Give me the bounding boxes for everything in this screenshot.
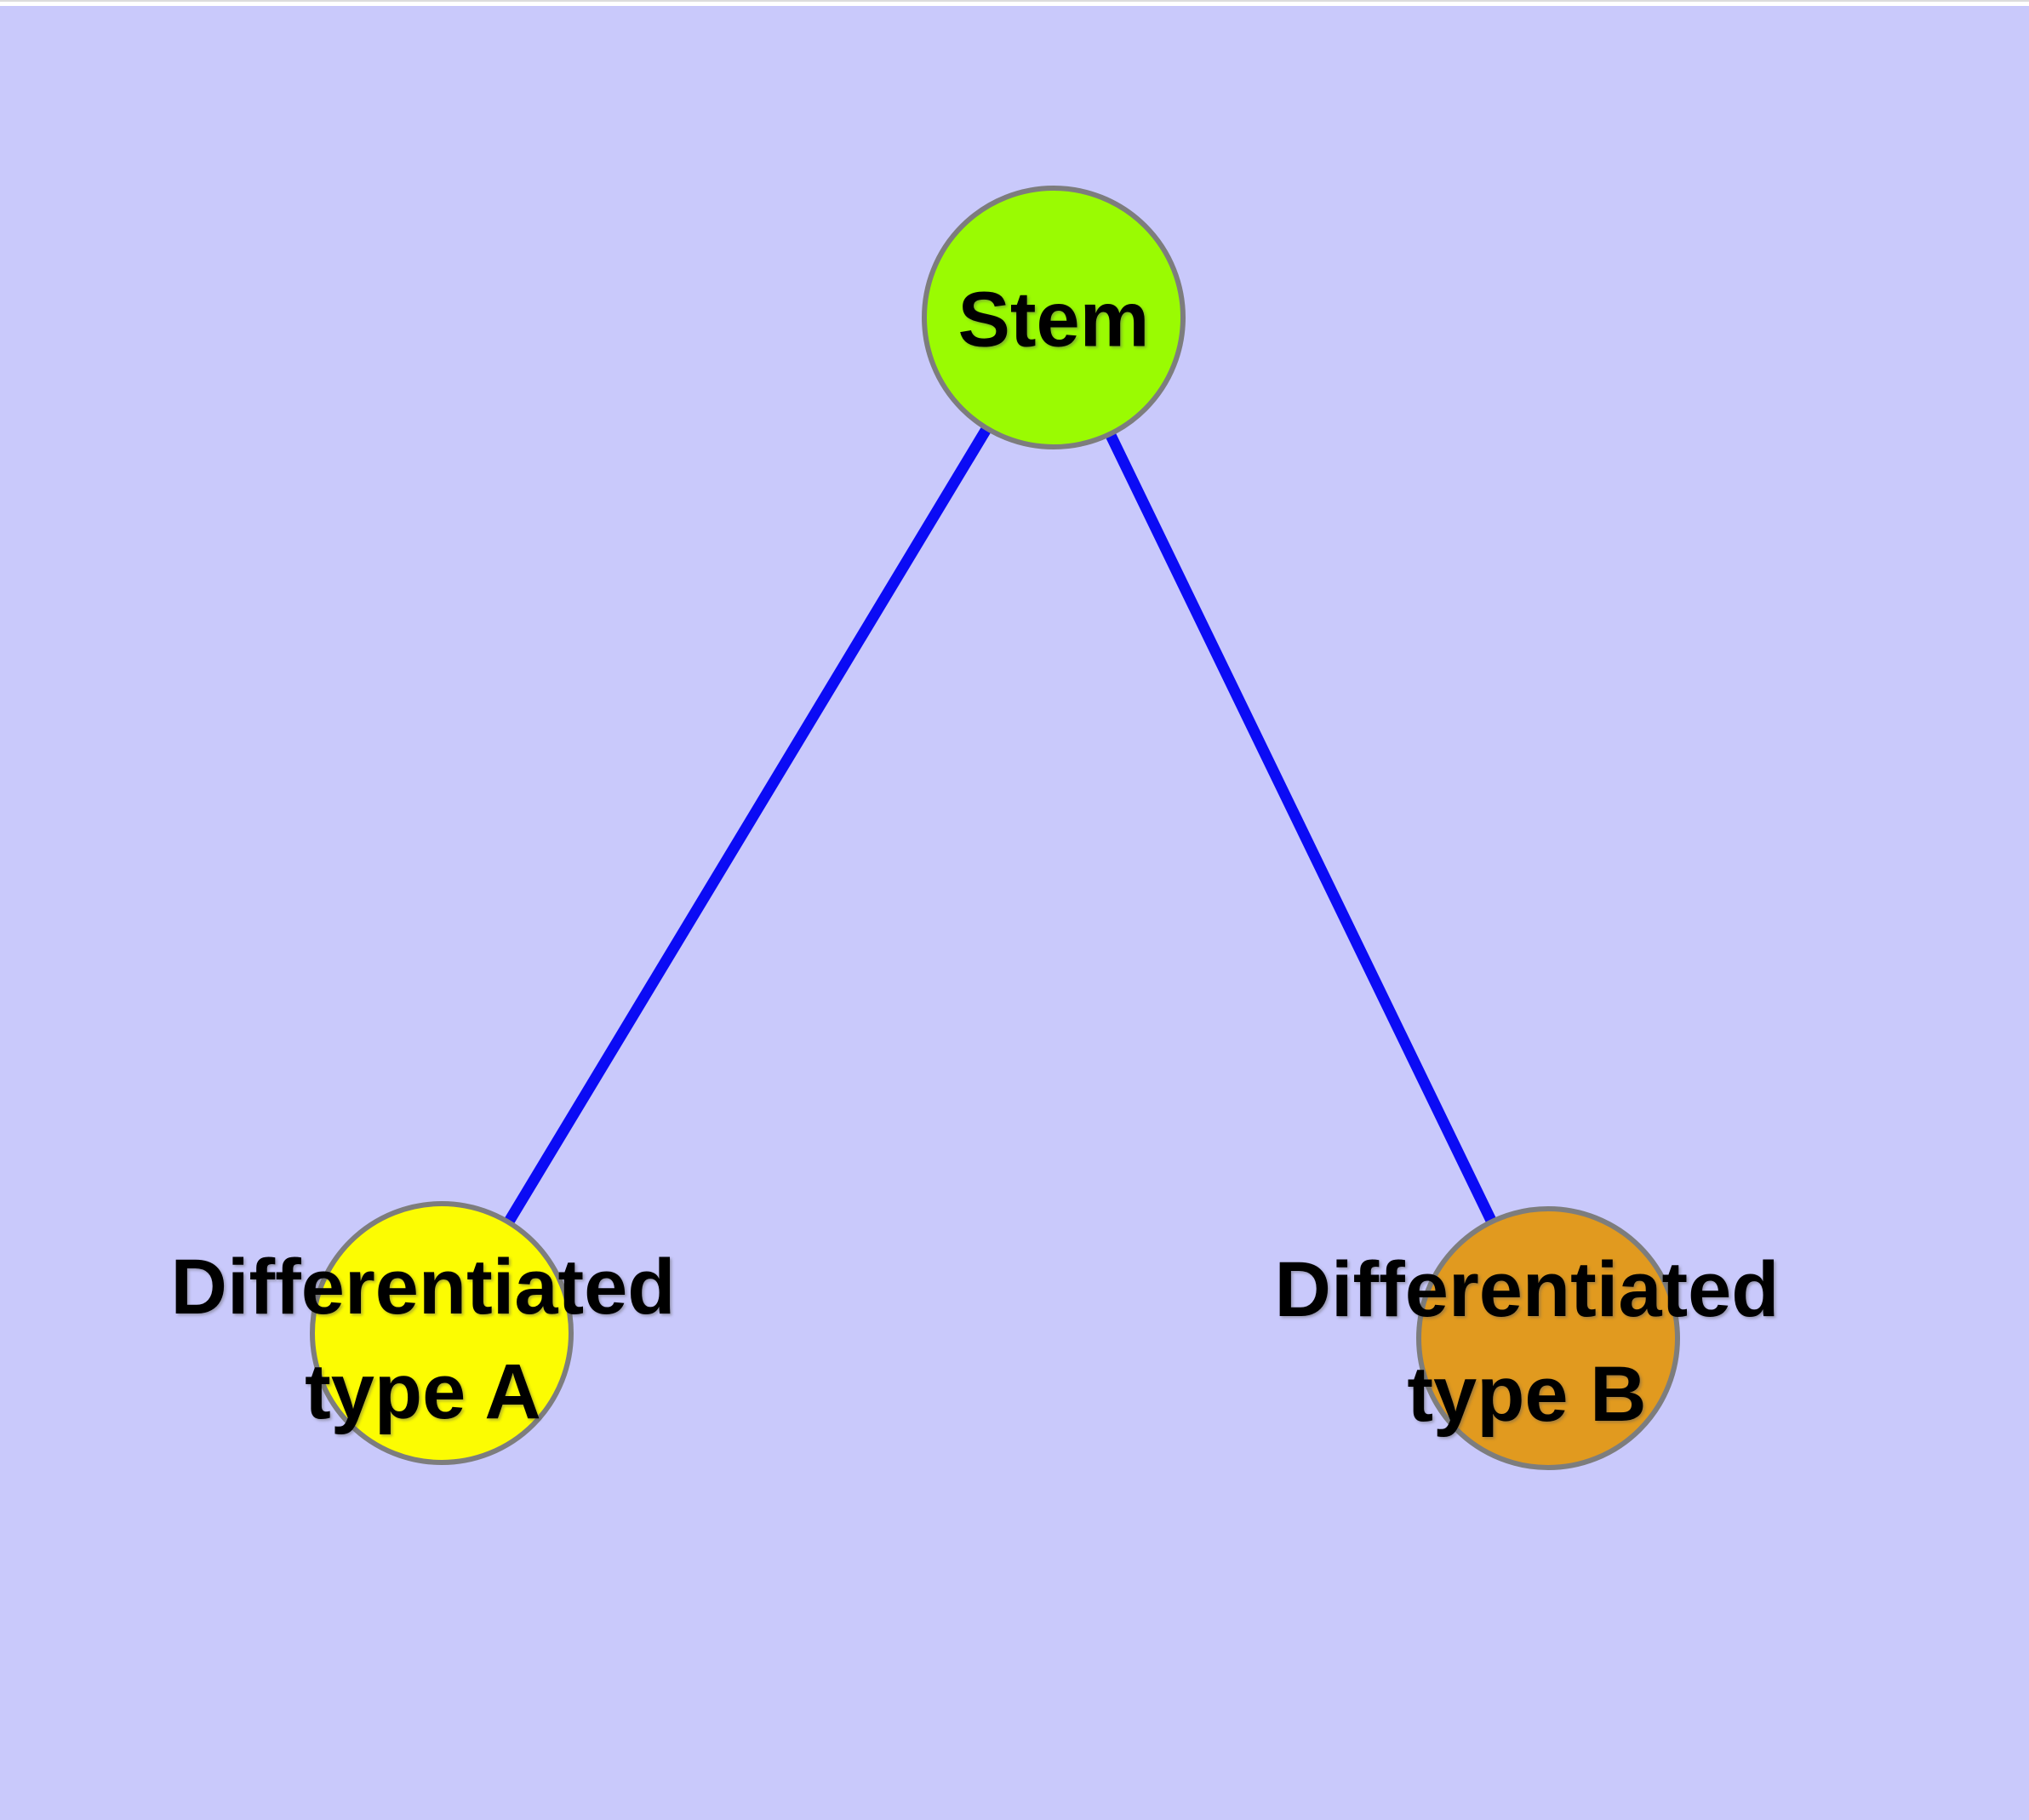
node-type-b-label: Differentiated type B xyxy=(1274,1246,1780,1438)
node-type-b-circle xyxy=(1416,1206,1680,1470)
node-stem-circle xyxy=(922,186,1186,449)
window-top-strip xyxy=(0,0,2029,6)
edge-stem-to-type-b xyxy=(1049,315,1553,1341)
edge-stem-to-type-a xyxy=(437,314,1059,1336)
node-type-a-circle xyxy=(310,1201,574,1465)
node-type-a-label: Differentiated type A xyxy=(170,1244,676,1435)
node-stem-label: Stem xyxy=(957,276,1150,363)
